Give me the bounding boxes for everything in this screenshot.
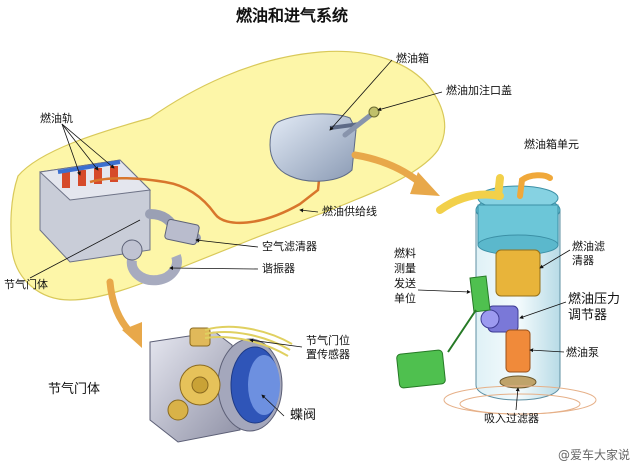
- label-filler-cap: 燃油加注口盖: [446, 84, 512, 97]
- leader-fuel-rail-2: [61, 123, 99, 171]
- label-fuel-supply-line: 燃油供给线: [322, 205, 377, 218]
- label-throttle-body-bottom: 节气门体: [48, 382, 101, 397]
- throttle-sensor-line-1: 节气门位: [306, 334, 350, 347]
- leader-fuel-rail-1: [61, 123, 81, 176]
- label-resonator: 谐振器: [262, 262, 295, 275]
- fuel-tank: [269, 113, 361, 182]
- leader-throttle-top: [29, 219, 141, 279]
- air-intake: [121, 209, 201, 286]
- throttle-body: [149, 325, 293, 443]
- label-fuel-filter: 燃油滤 清器: [572, 240, 605, 268]
- label-fuel-rail: 燃油轨: [40, 112, 73, 125]
- sender-line-1: 燃料: [394, 247, 416, 260]
- regulator-line-1: 燃油压力: [568, 292, 621, 307]
- leader-lines: [29, 59, 571, 417]
- label-throttle-sensor: 节气门位 置传感器: [306, 334, 350, 362]
- sender-line-3: 发送: [394, 277, 416, 290]
- leader-fuel-supply: [299, 208, 319, 213]
- label-suction-filter: 吸入过滤器: [484, 412, 539, 425]
- leader-air-filter: [195, 238, 259, 248]
- label-air-filter: 空气滤清器: [262, 240, 317, 253]
- leader-pump: [529, 348, 565, 353]
- leader-regulator: [519, 301, 567, 319]
- leader-throttle-sensor: [249, 338, 303, 348]
- label-tank-unit: 燃油箱单元: [524, 138, 579, 151]
- fuel-filter-line-1: 燃油滤: [572, 240, 605, 253]
- sender-line-2: 测量: [394, 262, 416, 275]
- leader-sender: [417, 289, 471, 294]
- label-throttle-body-top: 节气门体: [4, 278, 48, 291]
- label-sender-unit: 燃料 测量 发送 单位: [394, 246, 416, 306]
- page-title: 燃油和进气系统: [236, 6, 349, 25]
- leader-resonator: [169, 266, 259, 271]
- label-butterfly-valve: 蝶阀: [290, 408, 317, 423]
- label-fuel-pump: 燃油泵: [566, 346, 599, 359]
- sender-line-4: 单位: [394, 292, 416, 305]
- leader-butterfly: [261, 394, 285, 417]
- leader-suction-filter: [515, 387, 520, 411]
- throttle-sensor-line-2: 置传感器: [306, 348, 350, 361]
- leader-fuel-tank: [329, 59, 393, 131]
- regulator-line-2: 调节器: [568, 308, 608, 323]
- leader-filler-cap: [377, 91, 443, 112]
- fuel-supply-pipe: [89, 158, 336, 225]
- leader-fuel-filter: [539, 249, 571, 269]
- leader-fuel-rail-3: [61, 123, 115, 169]
- tank-unit: [396, 172, 597, 415]
- filler-cap: [368, 106, 380, 118]
- watermark: @爱车大家说: [557, 448, 630, 462]
- label-pressure-regulator: 燃油压力 调节器: [568, 292, 620, 324]
- label-fuel-tank: 燃油箱: [396, 52, 429, 65]
- filler-neck: [342, 111, 375, 138]
- fuel-filter-line-2: 清器: [572, 254, 594, 267]
